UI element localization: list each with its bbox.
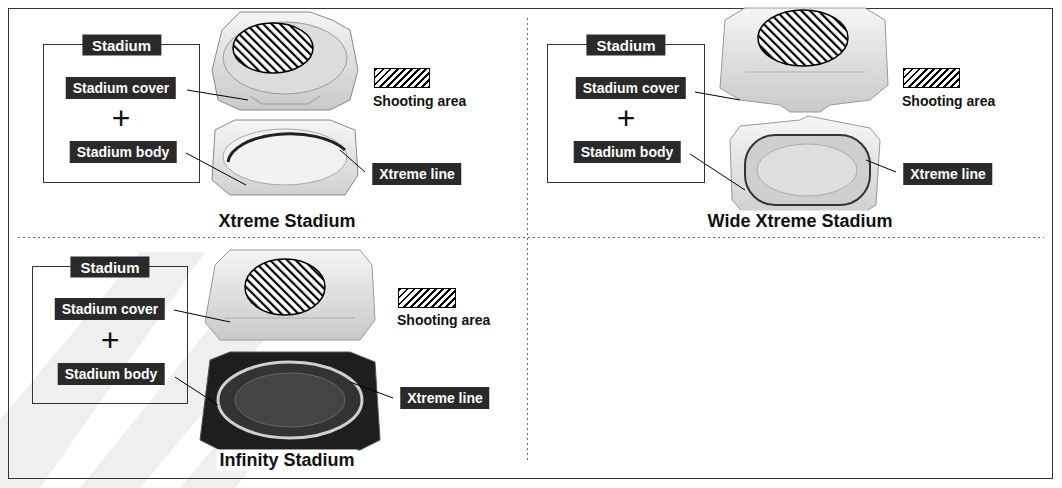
legend-swatch [903,68,960,88]
legend-text: Shooting area [373,93,466,109]
divider [18,18,1044,460]
stadium-body [730,116,880,215]
leader-line [690,92,896,190]
plus-sign: + [617,102,636,134]
legend-swatch [374,68,430,88]
stadium-cover [212,12,358,110]
part-label: Xtreme line [400,387,489,409]
stadium-cover [205,250,375,340]
panel-title: Xtreme Stadium [215,211,358,232]
part-text: Xtreme line [910,166,985,182]
legend-text: Shooting area [397,312,490,328]
group-heading: Stadium [586,35,665,56]
stadium-cover [720,8,888,112]
panel-title: Infinity Stadium [217,450,358,471]
panel-title: Wide Xtreme Stadium [705,211,896,232]
group-heading: Stadium [82,35,161,56]
part-label: Stadium body [58,363,165,385]
part-label: Xtreme line [903,163,992,185]
heading-text: Stadium [80,259,139,276]
part-label: Stadium body [70,141,177,163]
heading-text: Stadium [92,37,151,54]
part-label: Stadium body [574,141,681,163]
heading-text: Stadium [596,37,655,54]
part-text: Stadium body [65,366,158,382]
group-heading: Stadium [70,257,149,278]
plus-sign: + [112,102,131,134]
part-text: Stadium cover [73,80,169,96]
plus-sign: + [101,324,120,356]
part-label: Xtreme line [372,163,461,185]
legend-text: Shooting area [902,93,995,109]
part-label: Stadium cover [576,77,686,99]
part-label: Stadium cover [66,77,176,99]
leader-line [186,90,365,185]
frame [9,9,1053,479]
part-text: Stadium cover [583,80,679,96]
stadium-body [212,120,358,195]
part-text: Xtreme line [407,390,482,406]
part-text: Stadium body [77,144,170,160]
leader-line [174,310,393,405]
part-text: Xtreme line [379,166,454,182]
part-label: Stadium cover [55,298,165,320]
stadium-body [200,352,380,450]
part-text: Stadium cover [62,301,158,317]
legend-swatch [398,288,456,308]
part-text: Stadium body [581,144,674,160]
